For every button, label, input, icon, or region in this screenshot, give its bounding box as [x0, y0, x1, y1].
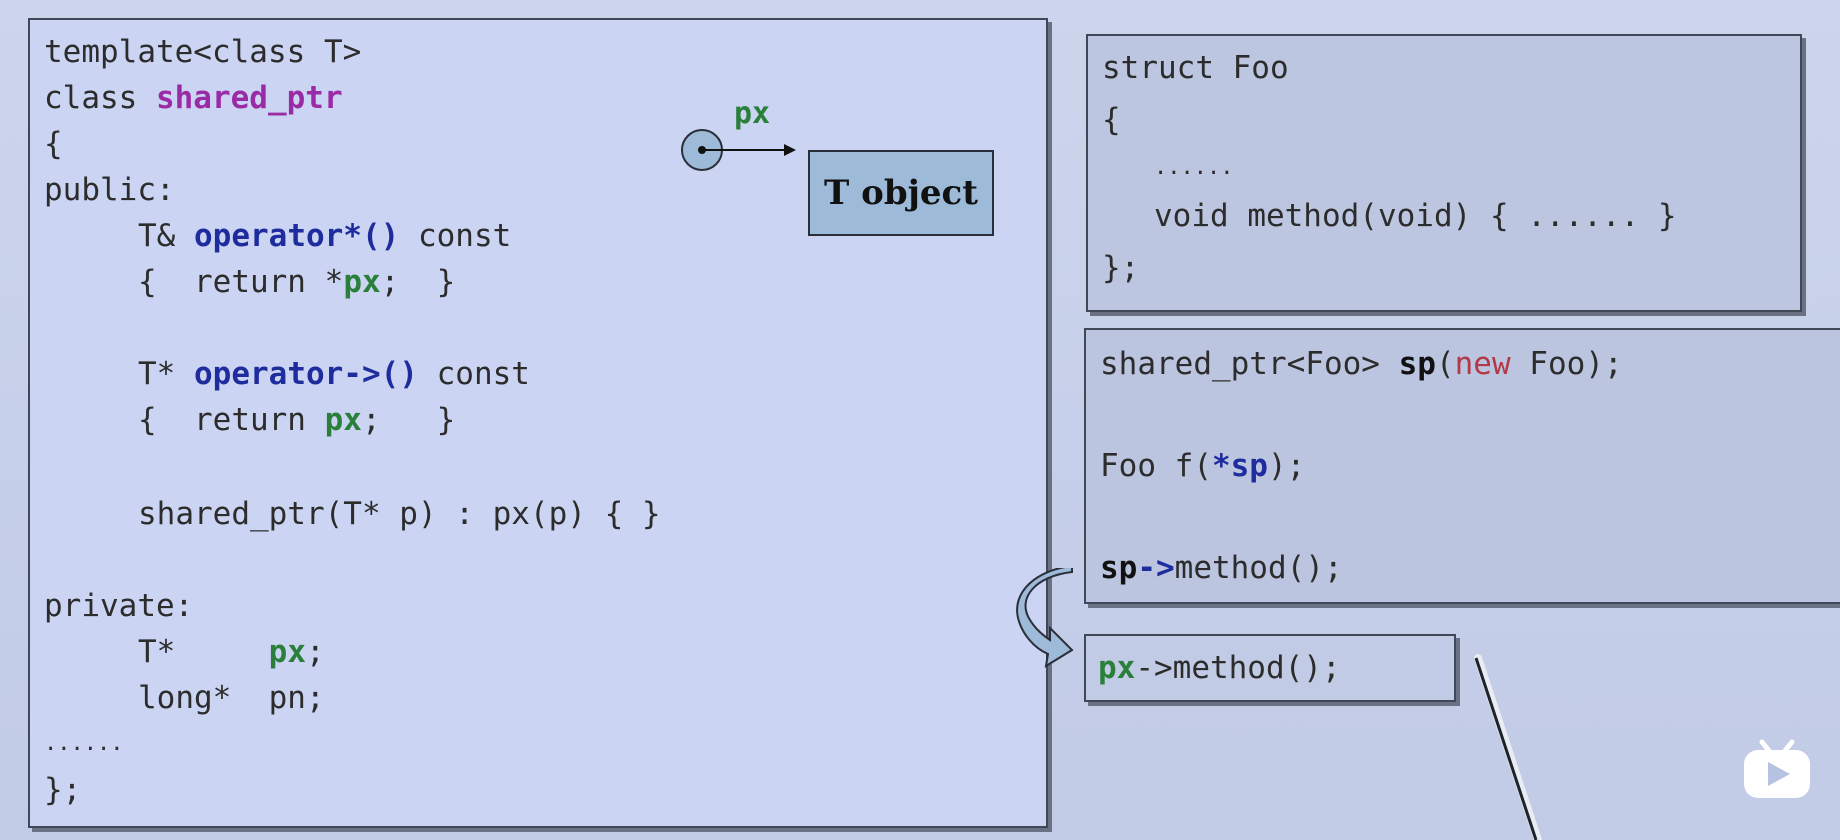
usage-code-panel: shared_ptr<Foo> sp(new Foo); Foo f(*sp);… — [1084, 328, 1840, 604]
px-diagram-label: px — [734, 96, 771, 131]
code-line-open-brace: { — [44, 124, 63, 164]
code-text: ); — [1267, 448, 1306, 484]
operator-star-keyword: operator*() — [194, 218, 400, 254]
code-text: { — [44, 126, 63, 162]
code-line-foo-f: Foo f(*sp); — [1100, 446, 1305, 486]
code-line-struct-foo: struct Foo — [1102, 48, 1289, 88]
code-line-return-deref: { return *px; } — [138, 262, 455, 302]
code-text: ->method(); — [1135, 650, 1341, 686]
code-line-class: class shared_ptr — [44, 78, 343, 118]
code-line-operator-arrow: T* operator->() const — [138, 354, 530, 394]
new-keyword: new — [1454, 346, 1511, 382]
tv-play-icon — [1744, 739, 1810, 798]
px-method-code-panel: px->method(); — [1084, 634, 1456, 702]
code-text: void method(void) { ...... } — [1154, 198, 1677, 234]
code-line-close-brace: }; — [1102, 248, 1139, 288]
class-name: shared_ptr — [155, 80, 343, 116]
code-line-private: private: — [44, 586, 193, 626]
code-line-open-brace: { — [1102, 100, 1121, 140]
code-text: Foo); — [1510, 346, 1623, 382]
code-text: { — [1102, 102, 1121, 138]
code-text: template<class T> — [44, 34, 362, 70]
code-line-return-px: { return px; } — [138, 400, 455, 440]
code-text: ; } — [380, 264, 456, 300]
px-member: px — [324, 402, 362, 438]
operator-arrow-keyword: operator->() — [194, 356, 418, 392]
code-line-member-px: T* px; — [138, 632, 325, 672]
code-text: long* pn; — [138, 680, 325, 716]
pointer-stick-icon — [1474, 654, 1542, 840]
code-text: T& — [138, 218, 194, 254]
code-text: const — [417, 356, 530, 392]
code-text: T* — [138, 356, 194, 392]
code-text: const — [399, 218, 512, 254]
code-line-ellipsis: ...... — [1154, 148, 1233, 188]
code-text: class — [44, 80, 156, 116]
code-line-public: public: — [44, 170, 175, 210]
px-member: px — [1098, 650, 1136, 686]
code-text: shared_ptr<Foo> — [1100, 346, 1399, 382]
code-text: struct Foo — [1102, 50, 1289, 86]
deref-sp: *sp — [1211, 448, 1268, 484]
code-line-sp-decl: shared_ptr<Foo> sp(new Foo); — [1100, 344, 1623, 384]
curved-arrow-icon — [1016, 568, 1074, 668]
code-text: method(); — [1174, 550, 1343, 586]
code-line-template: template<class T> — [44, 32, 361, 72]
code-line-constructor: shared_ptr(T* p) : px(p) { } — [138, 494, 661, 534]
code-text: ...... — [1154, 155, 1234, 180]
sp-variable: sp — [1398, 346, 1436, 382]
code-text: { return * — [138, 264, 344, 300]
code-text: public: — [44, 172, 175, 208]
shared-ptr-code-panel: template<class T> class shared_ptr { pub… — [28, 18, 1048, 828]
px-member: px — [268, 634, 306, 670]
struct-foo-code-panel: struct Foo { ...... void method(void) { … — [1086, 34, 1802, 312]
code-text: ( — [1435, 346, 1455, 382]
arrow-operator: -> — [1137, 550, 1175, 586]
code-text: ; — [305, 634, 325, 670]
pointer-arrow-icon — [681, 129, 796, 171]
code-line-px-method: px->method(); — [1098, 648, 1341, 688]
code-text: private: — [44, 588, 194, 624]
code-line-member-pn: long* pn; — [138, 678, 325, 718]
code-text: }; — [44, 772, 82, 808]
code-line-operator-star: T& operator*() const — [138, 216, 511, 256]
code-line-method-decl: void method(void) { ...... } — [1154, 196, 1677, 236]
code-text: T* — [138, 634, 269, 670]
code-text: ; } — [361, 402, 456, 438]
code-line-ellipsis: ...... — [44, 724, 123, 764]
code-text: Foo f( — [1100, 448, 1212, 484]
code-line-sp-method: sp->method(); — [1100, 548, 1343, 588]
sp-variable: sp — [1100, 550, 1138, 586]
code-text: ...... — [44, 731, 124, 756]
code-text: shared_ptr(T* p) : px(p) { } — [138, 496, 661, 532]
code-text: }; — [1102, 250, 1140, 286]
code-text: { return — [138, 402, 325, 438]
px-member: px — [343, 264, 381, 300]
t-object-box: T object — [808, 150, 994, 236]
code-line-close-brace: }; — [44, 770, 81, 810]
